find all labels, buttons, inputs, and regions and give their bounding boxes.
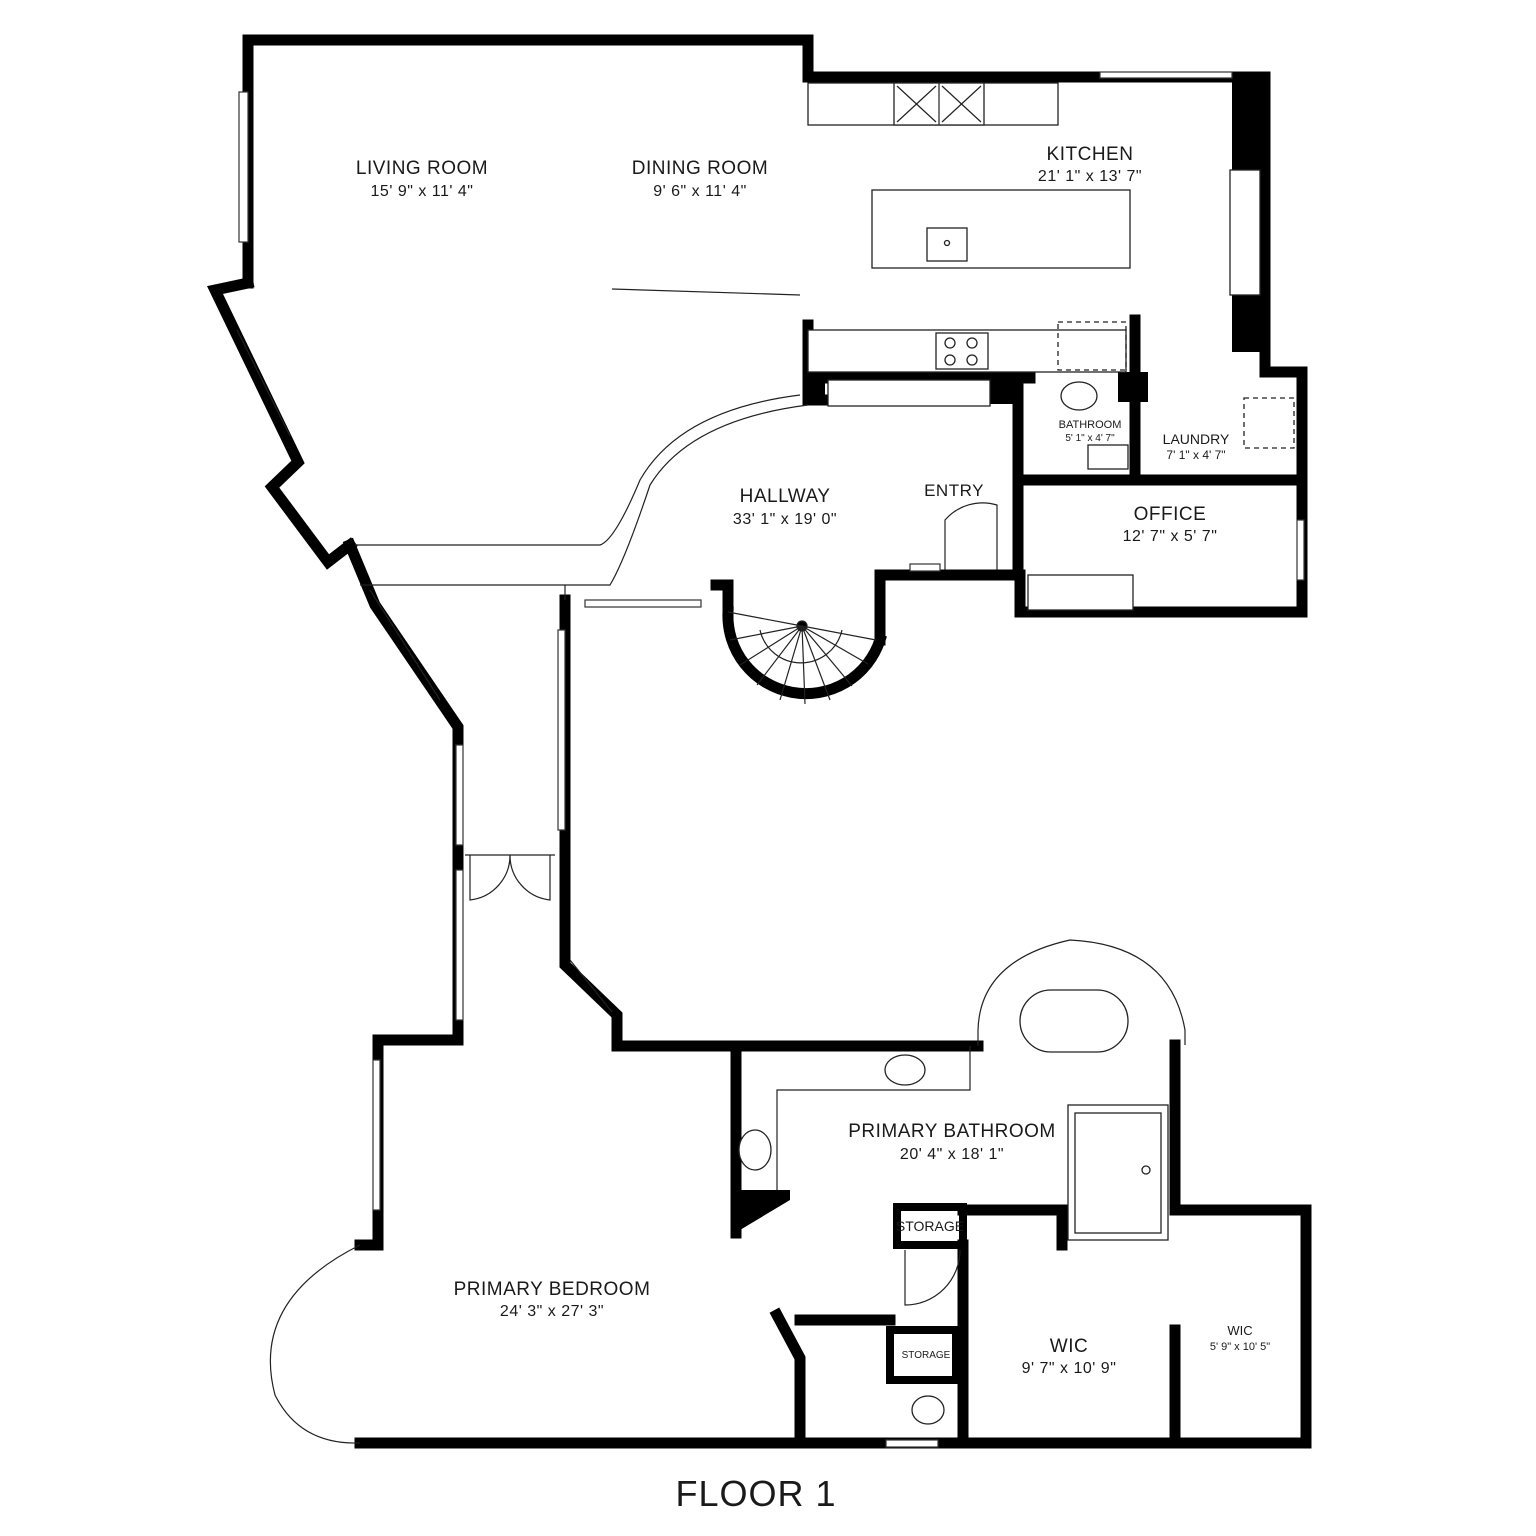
staircase	[727, 611, 877, 705]
svg-text:24' 3" x 27' 3": 24' 3" x 27' 3"	[500, 1303, 604, 1320]
storage-label-2: STORAGE	[902, 1350, 951, 1361]
primary-bedroom-label: PRIMARY BEDROOM 24' 3" x 27' 3"	[454, 1279, 651, 1320]
storage-walls	[886, 1203, 967, 1384]
hallway-label: HALLWAY 33' 1" x 19' 0"	[733, 486, 837, 528]
room-labels: LIVING ROOM 15' 9" x 11' 4" DINING ROOM …	[356, 144, 1270, 1377]
primary-bath-fixtures	[738, 939, 1186, 1425]
svg-text:5' 1" x 4' 7": 5' 1" x 4' 7"	[1065, 433, 1115, 444]
svg-text:33' 1" x 19' 0": 33' 1" x 19' 0"	[733, 511, 837, 528]
svg-text:WIC: WIC	[1050, 1336, 1088, 1357]
laundry-label: LAUNDRY 7' 1" x 4' 7"	[1163, 431, 1230, 462]
svg-text:LIVING ROOM: LIVING ROOM	[356, 158, 488, 179]
office-label: OFFICE 12' 7" x 5' 7"	[1123, 504, 1218, 545]
hallway-details	[355, 288, 998, 901]
primary-bathroom-label: PRIMARY BATHROOM 20' 4" x 18' 1"	[848, 1121, 1056, 1163]
svg-text:9' 7" x 10' 9": 9' 7" x 10' 9"	[1022, 1360, 1117, 1377]
floor-title: FLOOR 1	[675, 1473, 836, 1514]
misc-fixtures	[1027, 381, 1295, 611]
bathroom-label: BATHROOM 5' 1" x 4' 7"	[1059, 419, 1122, 444]
svg-text:DINING ROOM: DINING ROOM	[632, 158, 768, 179]
storage-label-1: STORAGE	[896, 1218, 964, 1234]
svg-text:PRIMARY BEDROOM: PRIMARY BEDROOM	[454, 1279, 651, 1300]
living-room-label: LIVING ROOM 15' 9" x 11' 4"	[356, 158, 488, 200]
svg-text:15' 9" x 11' 4": 15' 9" x 11' 4"	[371, 183, 474, 200]
svg-text:9' 6" x 11' 4": 9' 6" x 11' 4"	[653, 183, 747, 200]
svg-text:PRIMARY BATHROOM: PRIMARY BATHROOM	[848, 1121, 1056, 1142]
svg-text:STORAGE: STORAGE	[902, 1350, 951, 1361]
svg-text:HALLWAY: HALLWAY	[740, 486, 831, 507]
kitchen-label: KITCHEN 21' 1" x 13' 7"	[1038, 144, 1142, 185]
windows	[236, 71, 1305, 1448]
svg-text:20' 4" x 18' 1": 20' 4" x 18' 1"	[900, 1146, 1004, 1163]
svg-text:LAUNDRY: LAUNDRY	[1163, 431, 1230, 447]
wic-label-2: WIC 5' 9" x 10' 5"	[1210, 1323, 1270, 1353]
kitchen-fixtures	[807, 82, 1261, 407]
svg-text:OFFICE: OFFICE	[1134, 504, 1207, 525]
entry-label: ENTRY	[924, 481, 984, 500]
wic-label-1: WIC 9' 7" x 10' 9"	[1022, 1336, 1117, 1377]
svg-text:21' 1" x 13' 7": 21' 1" x 13' 7"	[1038, 168, 1142, 185]
dining-room-label: DINING ROOM 9' 6" x 11' 4"	[632, 158, 768, 200]
svg-text:STORAGE: STORAGE	[896, 1218, 964, 1234]
svg-text:BATHROOM: BATHROOM	[1059, 419, 1122, 431]
svg-text:12' 7" x 5' 7": 12' 7" x 5' 7"	[1123, 528, 1218, 545]
svg-text:WIC: WIC	[1227, 1323, 1252, 1338]
svg-text:ENTRY: ENTRY	[924, 481, 984, 500]
svg-text:KITCHEN: KITCHEN	[1047, 144, 1134, 165]
svg-text:7' 1" x 4' 7": 7' 1" x 4' 7"	[1166, 448, 1225, 462]
svg-text:5' 9" x 10' 5": 5' 9" x 10' 5"	[1210, 1341, 1270, 1353]
